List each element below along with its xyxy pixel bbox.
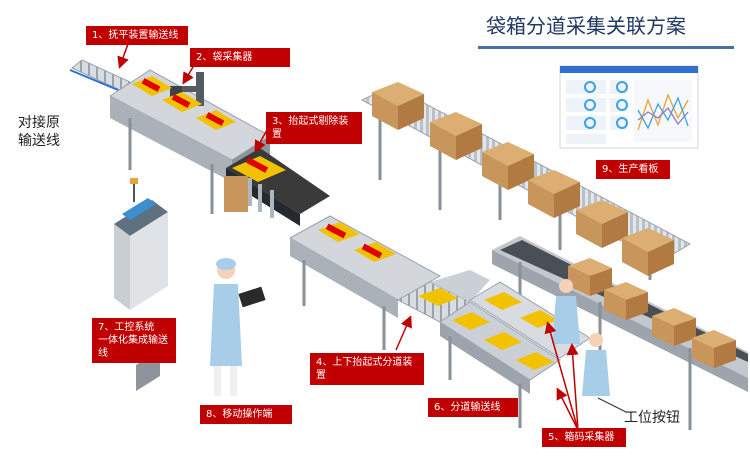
box-icon [372,82,674,276]
label-control-system: 7、工控系统 一体化集成输送 线 [92,318,176,363]
lift-diverter [396,270,490,323]
middle-conveyor [288,215,442,350]
control-cabinet-icon [114,178,168,392]
dock-annotation: 对接原 输送线 [18,115,60,149]
production-dashboard [559,65,699,149]
dock-conveyor [69,59,131,91]
label-lift-reject: 3、抬起式剔除装置 [266,112,362,144]
tablet-icon [238,286,266,308]
worker-icon [552,279,610,396]
label-dashboard: 9、生产看板 [596,160,670,179]
label-mobile-terminal: 8、移动操作端 [200,405,292,424]
title-underline [478,46,734,49]
bag-icon [132,76,236,130]
page-title: 袋箱分道采集关联方案 [486,14,686,38]
label-bag-collector: 2、袋采集器 [190,48,290,67]
label-lane-conveyor: 6、分道输送线 [428,398,518,417]
label-flattening-conveyor: 1、抚平装置输送线 [86,26,188,45]
label-box-code-collector: 5、箱码采集器 [542,428,626,447]
station-button-annotation: 工位按钮 [624,410,680,426]
lift-reject-belt [224,148,330,226]
label-lift-diverter: 4、上下抬起式分道装置 [310,353,424,385]
box-icon [568,258,736,368]
worker-icon [210,258,266,396]
